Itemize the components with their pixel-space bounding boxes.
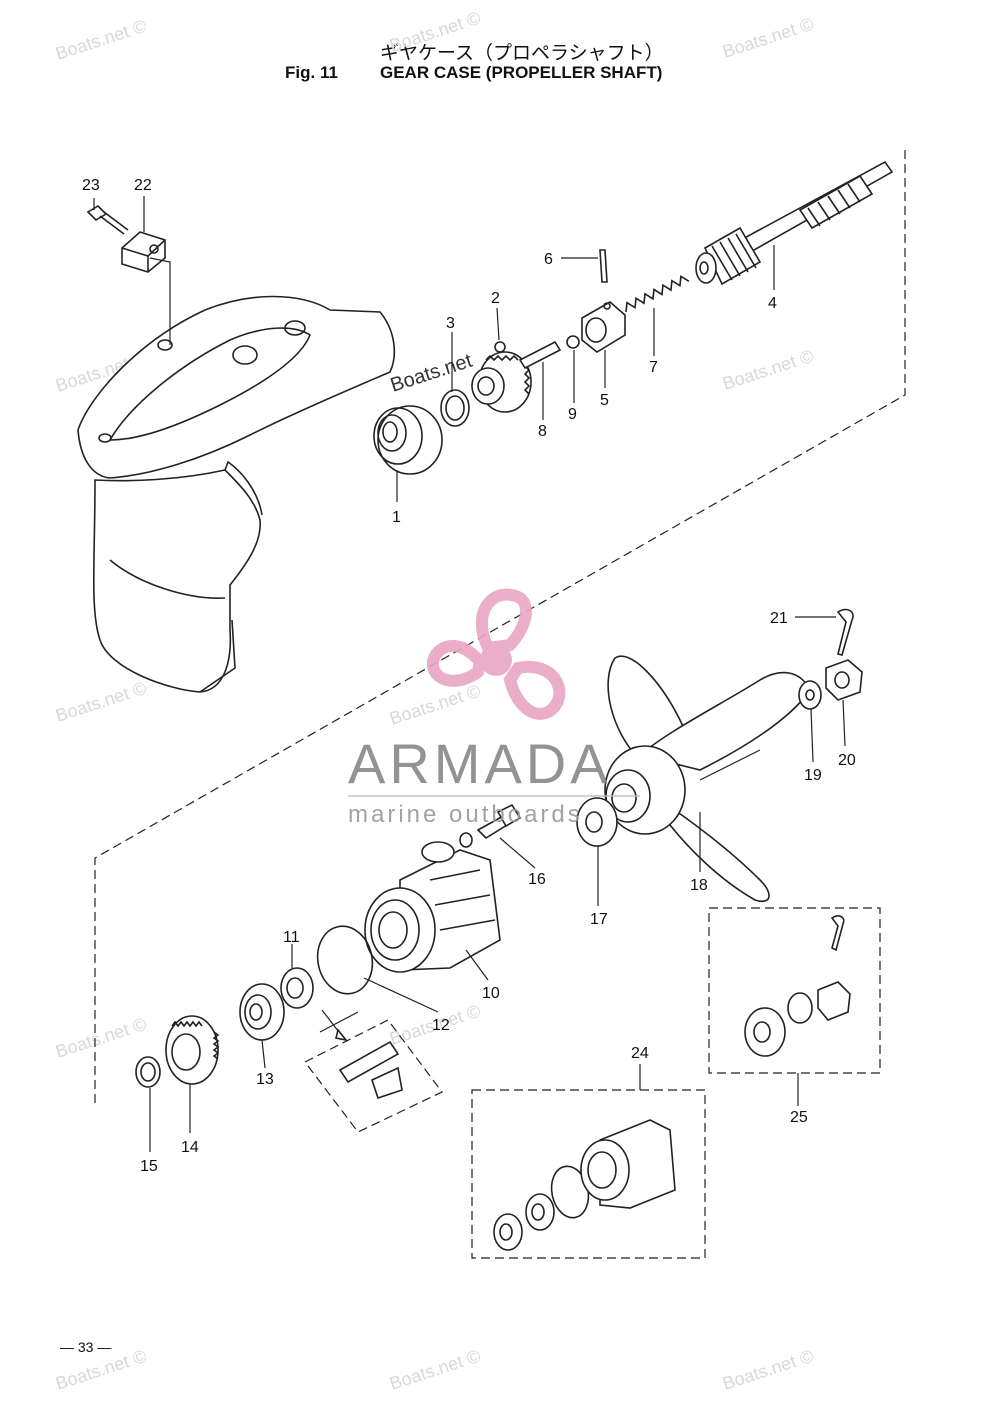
page-number: — 33 — xyxy=(60,1339,112,1355)
callout-24: 24 xyxy=(631,1045,649,1062)
callout-19: 19 xyxy=(804,767,822,784)
assembly-axis-line xyxy=(319,749,761,1033)
assembly-25-box xyxy=(708,907,881,1074)
watermark-text: Boats.net © xyxy=(53,1014,149,1062)
callout-6: 6 xyxy=(544,251,553,268)
callout-25: 25 xyxy=(790,1109,808,1126)
part-15-shim xyxy=(135,1056,161,1088)
part-17-thrust-washer xyxy=(576,797,618,847)
title-english: GEAR CASE (PROPELLER SHAFT) xyxy=(380,63,663,82)
gear-case-housing xyxy=(77,295,396,693)
watermark-layer: Boats.net © Boats.net © Boats.net © Boat… xyxy=(53,8,816,1394)
callout-2: 2 xyxy=(491,290,500,307)
watermark-text: Boats.net © xyxy=(53,678,149,726)
callout-18: 18 xyxy=(690,877,708,894)
callout-7: 7 xyxy=(649,359,658,376)
callout-20: 20 xyxy=(838,752,856,769)
callout-15: 15 xyxy=(140,1158,158,1175)
watermark-text: Boats.net © xyxy=(387,681,483,729)
leader-line xyxy=(149,257,171,345)
part-11-needle-bearing xyxy=(280,967,314,1009)
callout-12: 12 xyxy=(432,1017,450,1034)
part-12-o-ring xyxy=(316,925,374,995)
callout-17: 17 xyxy=(590,911,608,928)
part-2-forward-gear xyxy=(471,341,532,413)
callout-leaders xyxy=(93,196,846,1152)
watermark-text: Boats.net © xyxy=(720,14,816,62)
callout-23: 23 xyxy=(82,177,100,194)
part-9-ball xyxy=(566,335,580,349)
part-18-propeller xyxy=(604,655,811,902)
callout-9: 9 xyxy=(568,406,577,423)
callout-11: 11 xyxy=(283,929,300,946)
part-6-clutch-pin xyxy=(599,249,608,283)
watermark-text: Boats.net xyxy=(388,350,476,397)
armada-wordmark: ARMADA xyxy=(348,732,612,795)
watermark-text: Boats.net © xyxy=(387,1346,483,1394)
callout-labels: 1 2 3 4 5 6 7 8 9 10 11 12 13 14 15 16 1… xyxy=(82,177,856,1175)
watermark-text: Boats.net © xyxy=(720,1346,816,1394)
callout-3: 3 xyxy=(446,315,455,332)
callout-1: 1 xyxy=(392,509,401,526)
watermark-text: Boats.net © xyxy=(53,16,149,64)
callout-4: 4 xyxy=(768,295,777,312)
watermark-text: Boats.net © xyxy=(387,8,483,56)
callout-16: 16 xyxy=(528,871,546,888)
part-22-anode xyxy=(121,231,166,273)
callout-10: 10 xyxy=(482,985,500,1002)
part-5-clutch-dog xyxy=(581,301,626,353)
propeller-blade-icon xyxy=(503,660,566,720)
watermark-text: Boats.net © xyxy=(720,346,816,394)
propeller-blade-icon xyxy=(475,588,532,655)
part-16-bolt xyxy=(459,803,522,848)
callout-5: 5 xyxy=(600,392,609,409)
armada-tagline: marine outboards xyxy=(348,801,583,828)
assembly-24-box xyxy=(471,1089,706,1259)
assembly-boundary-line xyxy=(94,150,906,1108)
part-4-propeller-shaft xyxy=(695,160,894,286)
part-13-ball-bearing xyxy=(239,983,285,1041)
armada-logo-watermark: ARMADA marine outboards xyxy=(348,588,640,828)
propeller-blade-icon xyxy=(426,639,487,687)
callout-14: 14 xyxy=(181,1139,199,1156)
part-21-cotter-pin xyxy=(836,608,854,656)
callout-22: 22 xyxy=(134,177,152,194)
figure-number: Fig. 11 xyxy=(285,63,338,82)
part-1-ball-bearing xyxy=(373,405,443,475)
callout-13: 13 xyxy=(256,1071,274,1088)
part-14-reverse-gear xyxy=(165,1015,220,1085)
part-23-bolt xyxy=(86,204,129,235)
part-7-spring xyxy=(625,274,690,313)
part-10-bearing-housing xyxy=(364,841,501,973)
propeller-hub-icon xyxy=(480,644,512,676)
callout-8: 8 xyxy=(538,423,547,440)
part-3-shim xyxy=(440,389,470,427)
part-20-castle-nut xyxy=(825,659,863,701)
part-19-washer xyxy=(798,680,822,710)
bearing-tool-inset xyxy=(304,1009,443,1133)
title-japanese: ギヤケース（プロペラシャフト） xyxy=(380,42,664,64)
part-8-shift-plunger xyxy=(518,340,562,370)
callout-21: 21 xyxy=(770,610,788,627)
